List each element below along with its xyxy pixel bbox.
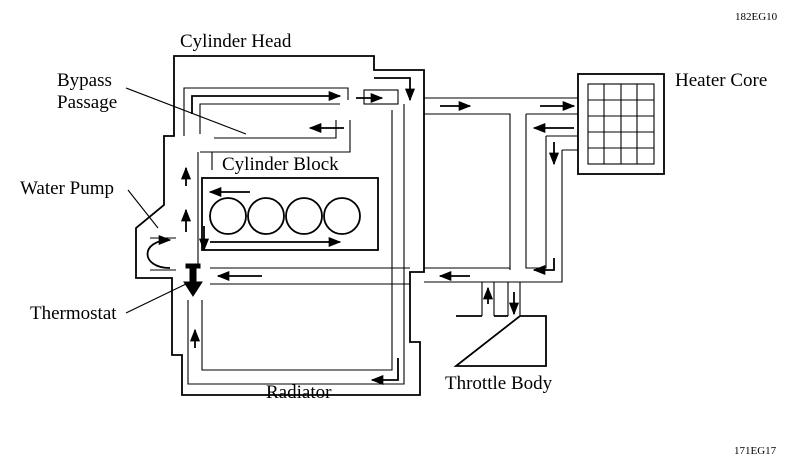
cylinder-bore-1 (209, 197, 247, 235)
flow-arrow-radiator-in (370, 358, 399, 386)
label-thermostat: Thermostat (30, 303, 117, 324)
label-water-pump: Water Pump (20, 178, 114, 199)
label-cylinder-head: Cylinder Head (180, 31, 292, 52)
engine-outline (135, 55, 425, 396)
heater-core (577, 73, 665, 175)
throttle-body (453, 315, 547, 367)
heater-piping (424, 97, 578, 316)
label-throttle-body: Throttle Body (445, 373, 553, 394)
leader-thermostat (125, 283, 187, 314)
flow-arrow-heater-bottom (532, 258, 555, 276)
figure-code-top: 182EG10 (735, 11, 778, 23)
label-heater-core: Heater Core (675, 70, 767, 91)
lower-return-passage (210, 267, 410, 285)
flow-arrows (180, 77, 576, 386)
water-pump (146, 234, 176, 271)
head-coolant-channel (183, 87, 399, 266)
leader-water-pump (127, 189, 159, 229)
label-radiator: Radiator (266, 382, 332, 403)
label-bypass-line2: Passage (57, 92, 117, 113)
cylinder-block-jacket (201, 177, 379, 251)
flow-arrow-outlet (374, 77, 416, 102)
leader-lines (125, 87, 247, 314)
label-cylinder-block: Cylinder Block (222, 154, 339, 175)
cylinder-bore-3 (285, 197, 323, 235)
leader-bypass (125, 87, 247, 135)
label-bypass-line1: Bypass (57, 70, 112, 91)
flow-arrow-head-top (191, 90, 342, 114)
cylinder-bore-4 (323, 197, 361, 235)
radiator-circuit (187, 104, 405, 385)
cylinder-bore-2 (247, 197, 285, 235)
thermostat (183, 263, 203, 297)
figure-code-bottom: 171EG17 (734, 445, 777, 457)
